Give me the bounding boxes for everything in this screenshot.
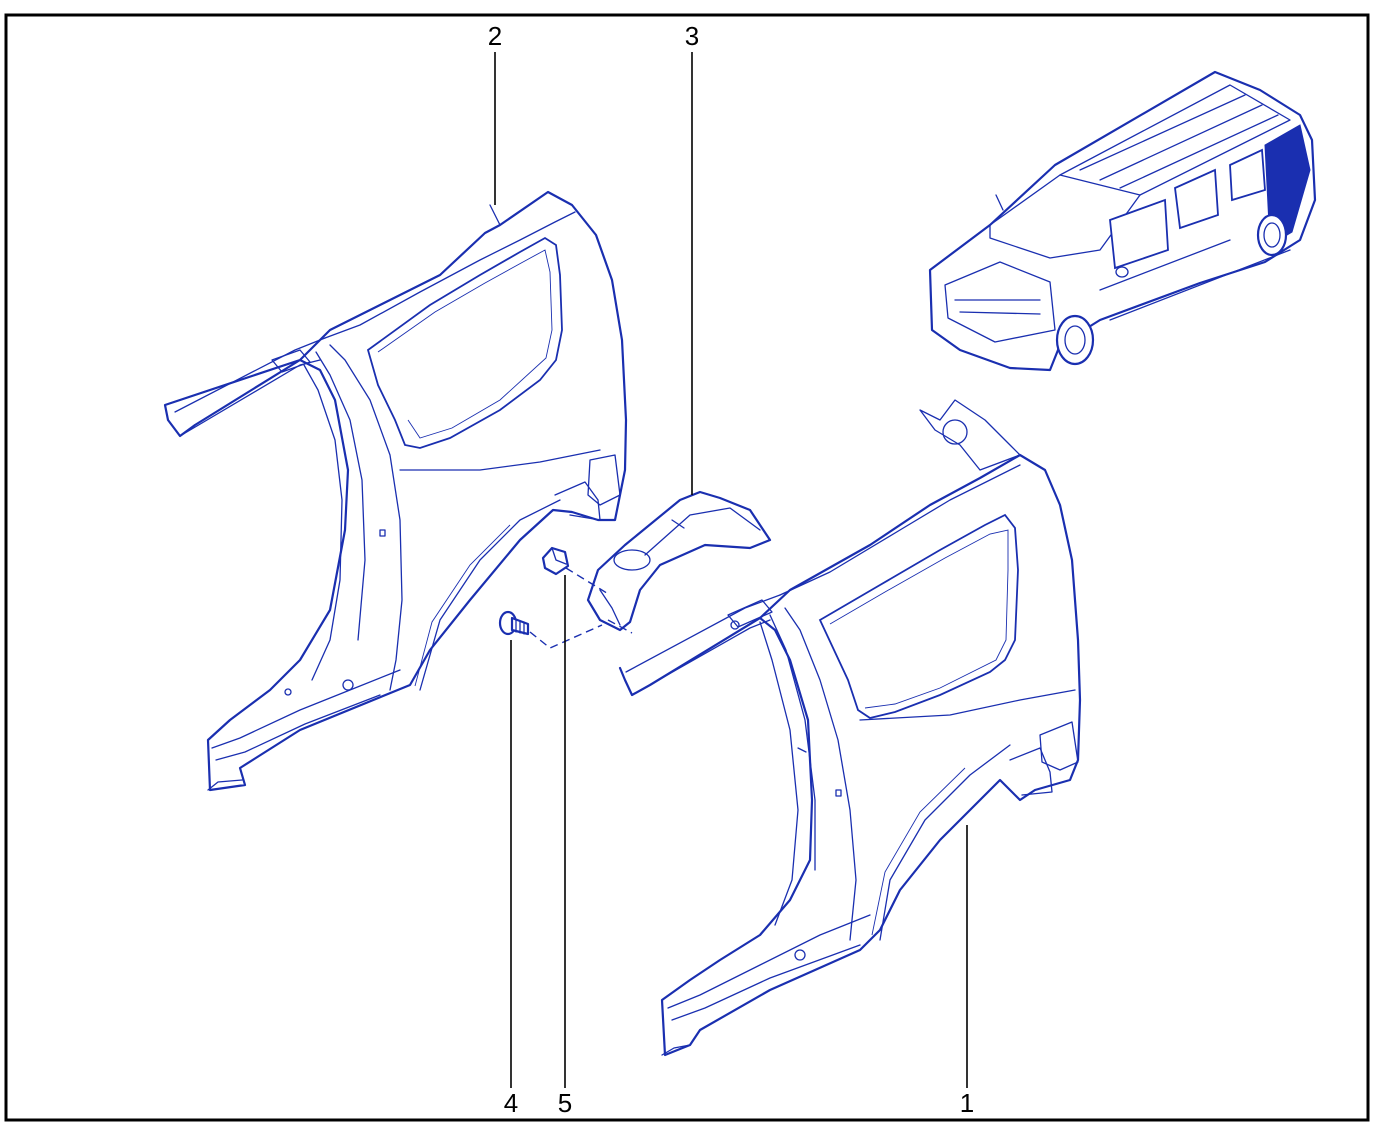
diagram-border xyxy=(4,13,1370,1122)
assembly-line-screw xyxy=(529,624,603,649)
part-4-screw[interactable] xyxy=(498,610,530,636)
callout-3: 3 xyxy=(685,21,699,51)
part-3-inner-bracket[interactable] xyxy=(586,490,772,632)
part-1-right-side-panel[interactable] xyxy=(618,399,1082,1057)
vehicle-thumbnail xyxy=(928,70,1317,372)
assembly-line-bracket xyxy=(607,619,633,634)
assembly-line-clip xyxy=(565,567,611,596)
part-5-clip[interactable] xyxy=(541,546,570,576)
callout-5: 5 xyxy=(558,1088,572,1118)
callout-4: 4 xyxy=(504,1088,518,1118)
callout-1: 1 xyxy=(960,1088,974,1118)
callout-2: 2 xyxy=(488,21,502,51)
part-2-left-side-panel[interactable] xyxy=(163,190,628,792)
